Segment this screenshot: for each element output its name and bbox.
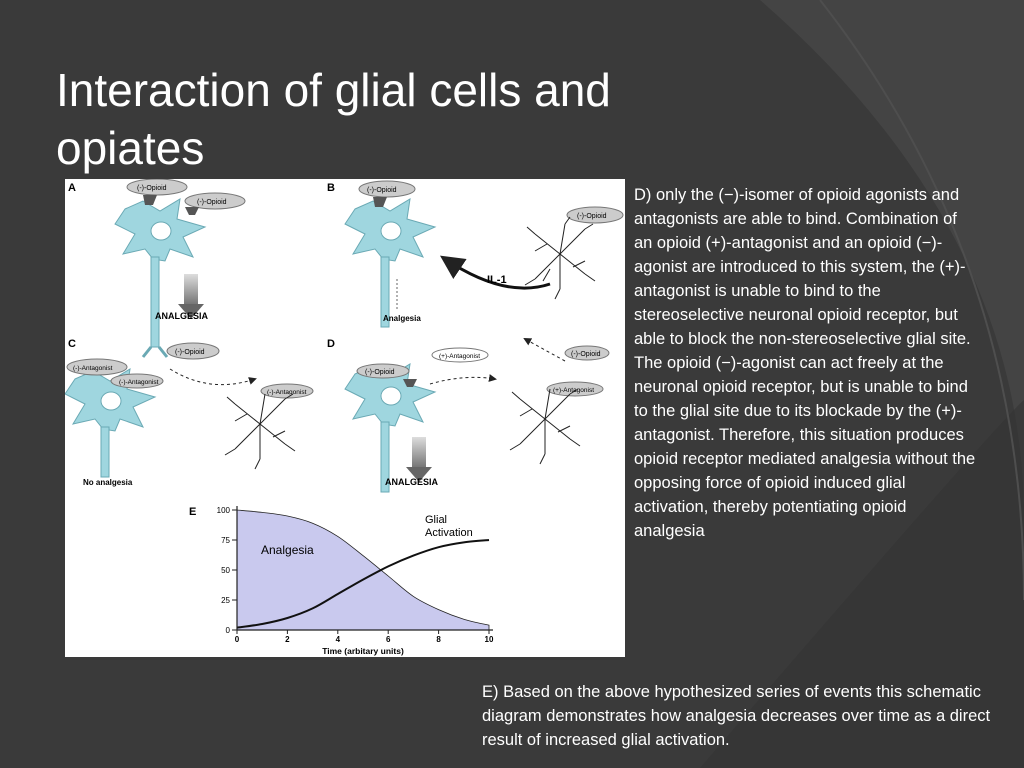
glial-cell-d	[509, 388, 581, 465]
panel-d: D (-)-Opioid (+)-Antagonist (-)-Opioid (…	[327, 338, 610, 493]
panel-a-pill2: (-)-Opioid	[197, 199, 227, 206]
panel-b-pill2: (-)-Opioid	[577, 213, 607, 220]
description-e: E) Based on the above hypothesized serie…	[482, 683, 991, 749]
series-glial-activation-line	[236, 539, 490, 629]
x-tick-label: 8	[436, 635, 441, 644]
panel-d-pill-neuron: (-)-Opioid	[365, 369, 395, 376]
panel-c-glial-label: (-)-Antagonist	[267, 389, 307, 396]
panel-c-outcome: No analgesia	[83, 478, 133, 487]
panel-b-letter: B	[327, 182, 335, 194]
panel-c: C (-)-Antagonist (-)-Antagonist (-)-Opio…	[65, 338, 314, 487]
panel-e-letter: E	[189, 506, 196, 518]
glial-cell-b	[524, 216, 596, 300]
panel-c-pill-neuron: (-)-Antagonist	[73, 365, 113, 372]
y-tick-label: 75	[221, 536, 230, 545]
panel-b-pill1: (-)-Opioid	[367, 187, 397, 194]
panel-d-outcome: ANALGESIA	[385, 477, 439, 487]
panel-a: A (-)-Opioid (-)-Opioid ANALGESIA	[68, 179, 246, 358]
y-tick-label: 0	[226, 626, 231, 635]
description-d: D) only the (−)-isomer of opioid agonist…	[634, 186, 976, 540]
analgesia-arrow-d	[412, 437, 426, 467]
panel-b-cytokine: IL-1	[487, 274, 507, 286]
panel-a-letter: A	[68, 182, 76, 194]
il1-arrow	[440, 255, 551, 290]
x-tick-label: 10	[485, 635, 494, 644]
panel-d-letter: D	[327, 338, 335, 350]
panel-d-glial-label: (+)-Antagonist	[553, 387, 594, 394]
panel-c-letter: C	[68, 338, 76, 350]
glial-cell-c	[224, 393, 296, 470]
series-label-glial-line1: Glial	[425, 514, 447, 526]
x-tick-label: 6	[386, 635, 391, 644]
y-tick-label: 25	[221, 596, 230, 605]
panel-c-receptor-label: (-)-Antagonist	[119, 379, 159, 386]
neuron-a	[114, 198, 207, 358]
y-tick-label: 50	[221, 566, 230, 575]
series-analgesia-area	[236, 509, 490, 631]
figure-svg: A (-)-Opioid (-)-Opioid ANALGESIA B (-)-…	[65, 179, 624, 656]
y-tick-label: 100	[217, 506, 231, 515]
neuron-b	[344, 198, 437, 328]
panel-a-pill1: (-)-Opioid	[137, 185, 167, 192]
panel-a-outcome: ANALGESIA	[155, 311, 209, 321]
x-tick-label: 2	[285, 635, 290, 644]
series-label-glial-line2: Activation	[425, 527, 473, 539]
x-tick-label: 4	[336, 635, 341, 644]
figure-panel: A (-)-Opioid (-)-Opioid ANALGESIA B (-)-…	[65, 179, 625, 657]
x-axis-label: Time (arbitary units)	[322, 646, 404, 656]
panel-d-pill-free: (-)-Opioid	[571, 351, 601, 358]
neuron-c	[65, 368, 157, 478]
analgesia-arrow-a	[184, 274, 198, 304]
panel-d-pill-top: (+)-Antagonist	[439, 353, 480, 360]
slide-title: Interaction of glial cells and opiates	[56, 63, 611, 174]
panel-b: B (-)-Opioid (-)-Opioid IL-1 Analgesia	[327, 180, 624, 328]
series-label-analgesia: Analgesia	[261, 543, 314, 557]
panel-b-outcome: Analgesia	[383, 314, 421, 323]
x-tick-label: 0	[235, 635, 240, 644]
panel-c-pill-free: (-)-Opioid	[175, 349, 205, 356]
